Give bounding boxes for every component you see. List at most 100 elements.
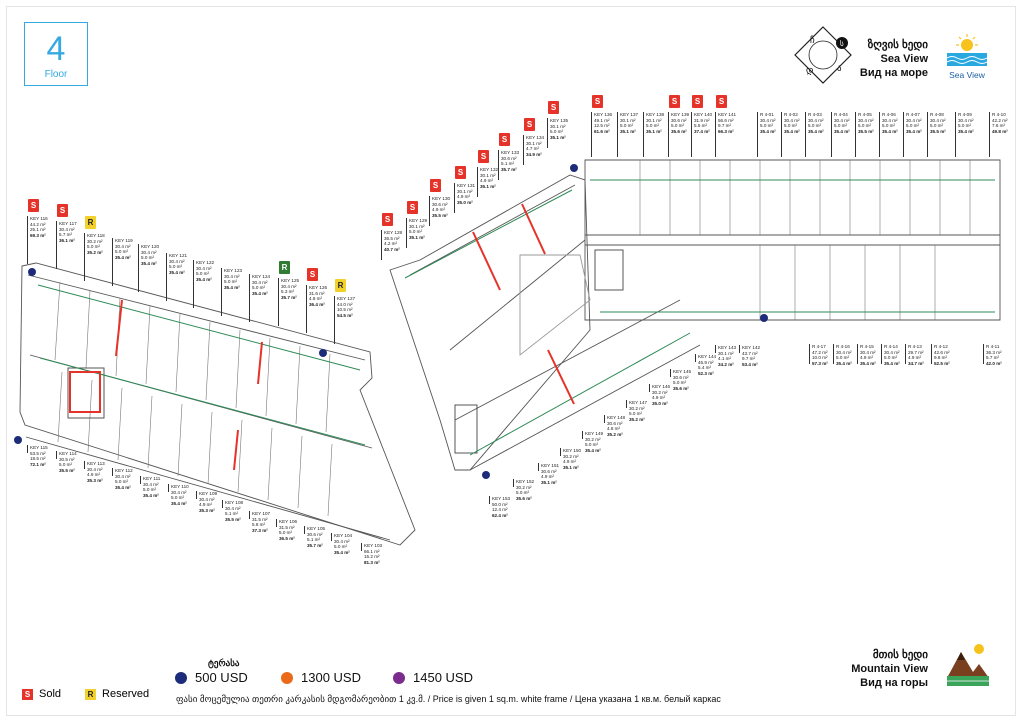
- unit-t: 35.2 m²: [607, 431, 623, 437]
- unit-t: 35.1 m²: [550, 134, 566, 140]
- leader-line: [927, 112, 928, 157]
- leader-line: [879, 112, 880, 157]
- unit-b: 7.6 m²: [992, 123, 1006, 129]
- unit-t: 35.4 m²: [585, 447, 601, 453]
- unit-key: KEY 132: [480, 167, 499, 172]
- unit-t: 35.4 m²: [760, 128, 776, 134]
- unit-b: 4.9 m²: [199, 502, 213, 508]
- page-frame: [6, 6, 1016, 716]
- unit-t: 72.1 m²: [30, 461, 46, 467]
- unit-a: 30.4 m²: [906, 117, 922, 123]
- unit-b: 4.9 m²: [541, 474, 555, 480]
- unit-a: 30.4 m²: [808, 117, 824, 123]
- unit-a: 53.5 m²: [30, 450, 46, 456]
- unit-b: 5.0 m²: [585, 442, 599, 448]
- leader-line: [617, 112, 618, 157]
- unit-key: KEY 114: [59, 451, 77, 456]
- unit-b: 5.0 m²: [279, 530, 293, 536]
- unit-a: 30.4 m²: [760, 117, 776, 123]
- unit-key: KEY 103: [364, 543, 383, 548]
- sold-label: Sold: [39, 688, 62, 700]
- leader-line: [931, 344, 932, 364]
- unit-b: 25.1 m²: [30, 227, 46, 233]
- unit-b: 4.9 m²: [87, 472, 101, 478]
- unit-a: 30.4 m²: [836, 349, 852, 355]
- unit-t: 35.4 m²: [958, 128, 974, 134]
- unit-a: 30.6 m²: [307, 531, 323, 537]
- sold-badge: S: [57, 204, 68, 217]
- unit-t: 35.6 m²: [671, 128, 687, 134]
- unit-b: 5.4 m²: [698, 365, 712, 371]
- unit-key: R 4-06: [882, 112, 896, 117]
- unit-a: 31.5 m²: [279, 524, 295, 530]
- unit-a: 36.5 m²: [384, 235, 400, 241]
- legend-item-1450: 1450 USD: [393, 670, 473, 685]
- unit-t: 54.5 m²: [337, 312, 353, 318]
- unit-key: KEY 111: [143, 476, 161, 481]
- unit-b: 5.5 m²: [694, 123, 708, 129]
- unit-t: 35.4 m²: [252, 290, 268, 296]
- unit-key: KEY 117: [59, 221, 77, 226]
- unit-t: 35.4 m²: [808, 128, 824, 134]
- sold-badge: S: [382, 213, 393, 226]
- unit-key: KEY 113: [87, 461, 105, 466]
- leader-line: [489, 496, 490, 504]
- unit-t: 35.4 m²: [834, 128, 850, 134]
- unit-key: R 4-05: [858, 112, 872, 117]
- unit-t: 35.4 m²: [169, 269, 185, 275]
- unit-key: KEY 149: [585, 431, 604, 436]
- mountain-view-ka: მთის ხედი: [872, 649, 928, 661]
- unit-a: 36.3 m²: [986, 349, 1002, 355]
- unit-a: 30.4 m²: [169, 258, 185, 264]
- unit-a: 30.4 m²: [281, 283, 297, 289]
- leader-line: [695, 354, 696, 362]
- leader-line: [523, 135, 524, 165]
- leader-line: [138, 244, 139, 292]
- leader-line: [221, 268, 222, 316]
- unit-a: 30.4 m²: [860, 349, 876, 355]
- unit-key: R 4-12: [934, 344, 948, 349]
- unit-t: 35.4 m²: [143, 492, 159, 498]
- leader-line: [276, 519, 277, 527]
- unit-key: R 4-17: [812, 344, 826, 349]
- svg-text:ჩ: ჩ: [810, 35, 815, 46]
- unit-a: 30.4 m²: [196, 265, 212, 271]
- unit-b: 5.0 m²: [958, 123, 972, 129]
- unit-key: R 4-07: [906, 112, 920, 117]
- dot-1450: [393, 671, 405, 684]
- unit-t: 35.7 m²: [281, 294, 297, 300]
- unit-t: 35.4 m²: [171, 500, 187, 506]
- unit-key: KEY 121: [169, 253, 188, 258]
- leader-line: [604, 415, 605, 423]
- unit-a: 44.0 m²: [337, 301, 353, 307]
- unit-a: 30.6 m²: [607, 420, 623, 426]
- unit-t: 35.1 m²: [480, 183, 496, 189]
- unit-b: 4.9 m²: [908, 355, 922, 361]
- leader-line: [249, 274, 250, 322]
- unit-a: 30.1 m²: [526, 140, 542, 146]
- leader-line: [278, 278, 279, 326]
- leader-line: [454, 183, 455, 213]
- leader-line: [140, 476, 141, 484]
- unit-b: 9.7 m²: [742, 356, 756, 362]
- leader-line: [805, 112, 806, 157]
- svg-text:დ: დ: [806, 66, 813, 76]
- sea-view-ru: Вид на море: [859, 67, 928, 79]
- sold-badge: S: [692, 95, 703, 108]
- leader-line: [668, 112, 669, 157]
- sold-badge: S: [307, 268, 318, 281]
- unit-b: 5.0 m²: [141, 255, 155, 261]
